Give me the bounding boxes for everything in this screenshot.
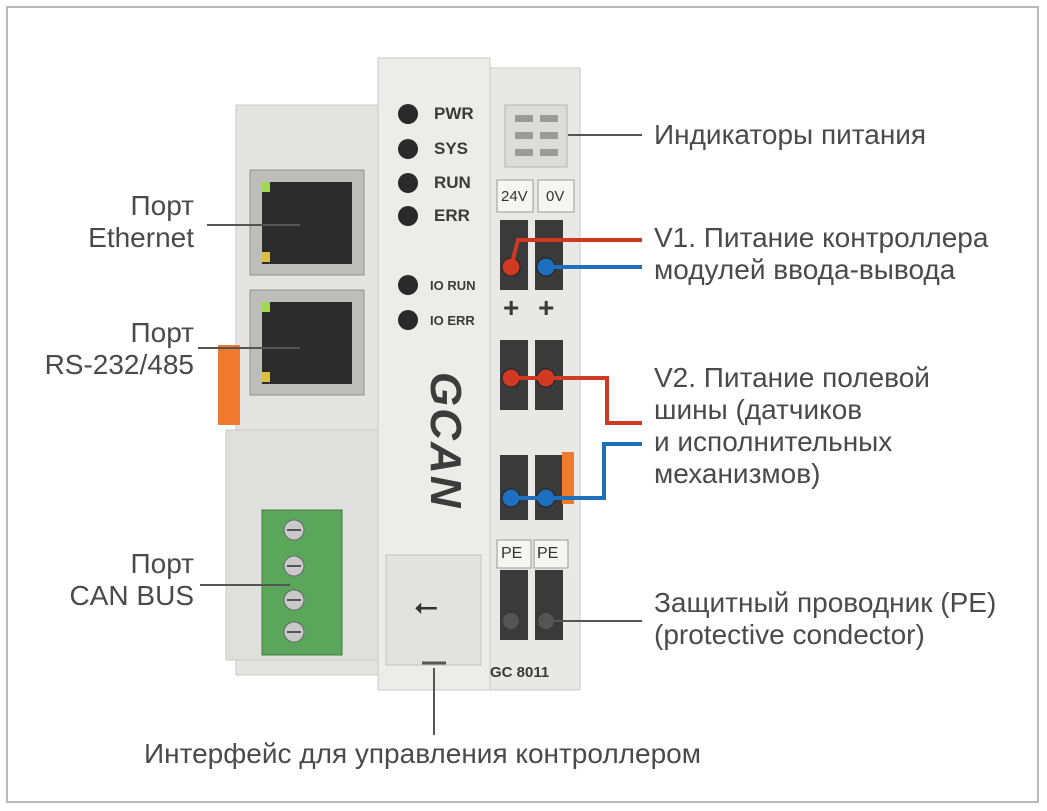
ethernet-led-bottom	[262, 252, 270, 262]
diagram-frame	[6, 6, 1039, 803]
ethernet-port-socket	[262, 182, 352, 264]
rs232-led-bottom	[262, 372, 270, 382]
label-rs232-line-2: RS-232/485	[44, 349, 194, 380]
plus-sign-1: +	[503, 292, 520, 323]
terminal-label-box-24v	[496, 179, 534, 213]
wire-v2-red	[511, 376, 642, 425]
power-led-4	[540, 132, 558, 139]
terminal-socket-2	[535, 220, 563, 290]
terminal-label-box-0v	[537, 179, 575, 213]
usb-icon: ⭠	[414, 590, 438, 623]
label-v2-line-2: шины (датчиков	[654, 394, 863, 425]
terminal-label-0v: 0V	[546, 188, 565, 205]
label-v2: V2. Питание полевой шины (датчиков и исп…	[654, 362, 930, 490]
led-pwr	[398, 104, 418, 124]
label-ethernet-line-2: Ethernet	[88, 222, 194, 253]
label-canbus-line-1: Порт	[130, 548, 194, 579]
brand-logo-text: GCAN	[421, 372, 470, 510]
orange-latch	[218, 345, 240, 425]
led-label-err: ERR	[434, 206, 470, 225]
label-v1-line-1: V1. Питание контроллера	[654, 222, 989, 253]
label-v2-line-1: V2. Питание полевой	[654, 362, 930, 393]
terminal-socket-6	[535, 455, 563, 520]
label-usb-interface: Интерфейс для управления контроллером	[144, 738, 701, 769]
power-led-6	[540, 149, 558, 156]
led-label-run: RUN	[434, 173, 471, 192]
led-sys	[398, 139, 418, 159]
led-io-run	[398, 275, 418, 295]
pe-label-box-2	[533, 539, 569, 569]
led-label-pwr: PWR	[434, 104, 474, 123]
label-ethernet-line-1: Порт	[130, 190, 194, 221]
label-v2-line-4: механизмов)	[654, 458, 821, 489]
model-number: GC 8011	[490, 664, 550, 681]
label-rs232-line-1: Порт	[130, 317, 194, 348]
power-led-2	[540, 115, 558, 122]
label-power-leds: Индикаторы питания	[654, 119, 927, 150]
label-pe-line-2: (protective condector)	[654, 619, 925, 650]
label-canbus: Порт CAN BUS	[70, 548, 194, 612]
label-canbus-line-2: CAN BUS	[69, 580, 194, 611]
power-led-3	[515, 132, 533, 139]
terminal-label-24v: 24V	[501, 188, 528, 205]
label-v1: V1. Питание контроллера модулей ввода-вы…	[654, 222, 988, 286]
label-rs232: Порт RS-232/485	[45, 317, 194, 381]
label-pe: Защитный проводник (PE) (protective cond…	[654, 587, 996, 651]
pe-label-1: PE	[501, 545, 523, 562]
terminal-socket-8	[535, 570, 563, 640]
pe-label-box-1	[496, 539, 532, 569]
pe-label-2: PE	[537, 545, 559, 562]
terminal-socket-5	[500, 455, 528, 520]
label-pe-line-1: Защитный проводник (PE)	[654, 587, 997, 618]
led-label-io-err: IO ERR	[430, 313, 475, 328]
ethernet-led-top	[262, 182, 270, 192]
led-label-io-run: IO RUN	[430, 278, 476, 293]
rs232-led-top	[262, 302, 270, 312]
label-ethernet: Порт Ethernet	[88, 190, 194, 254]
led-io-err	[398, 310, 418, 330]
wire-v2-blue	[511, 442, 642, 500]
power-led-5	[515, 149, 533, 156]
label-v1-line-2: модулей ввода-вывода	[654, 254, 956, 285]
power-led-1	[515, 115, 533, 122]
terminal-orange-latch	[562, 452, 574, 504]
led-err	[398, 206, 418, 226]
led-label-sys: SYS	[434, 139, 469, 158]
rs232-port-socket	[262, 302, 352, 384]
label-v2-line-3: и исполнительных	[654, 426, 893, 457]
usb-cover	[385, 554, 482, 666]
contact-pe-1	[503, 613, 519, 629]
wire-v1-red	[509, 238, 642, 268]
led-run	[398, 173, 418, 193]
terminal-socket-7	[500, 570, 528, 640]
plus-sign-2: +	[538, 292, 555, 323]
contact-pe-2	[538, 613, 554, 629]
